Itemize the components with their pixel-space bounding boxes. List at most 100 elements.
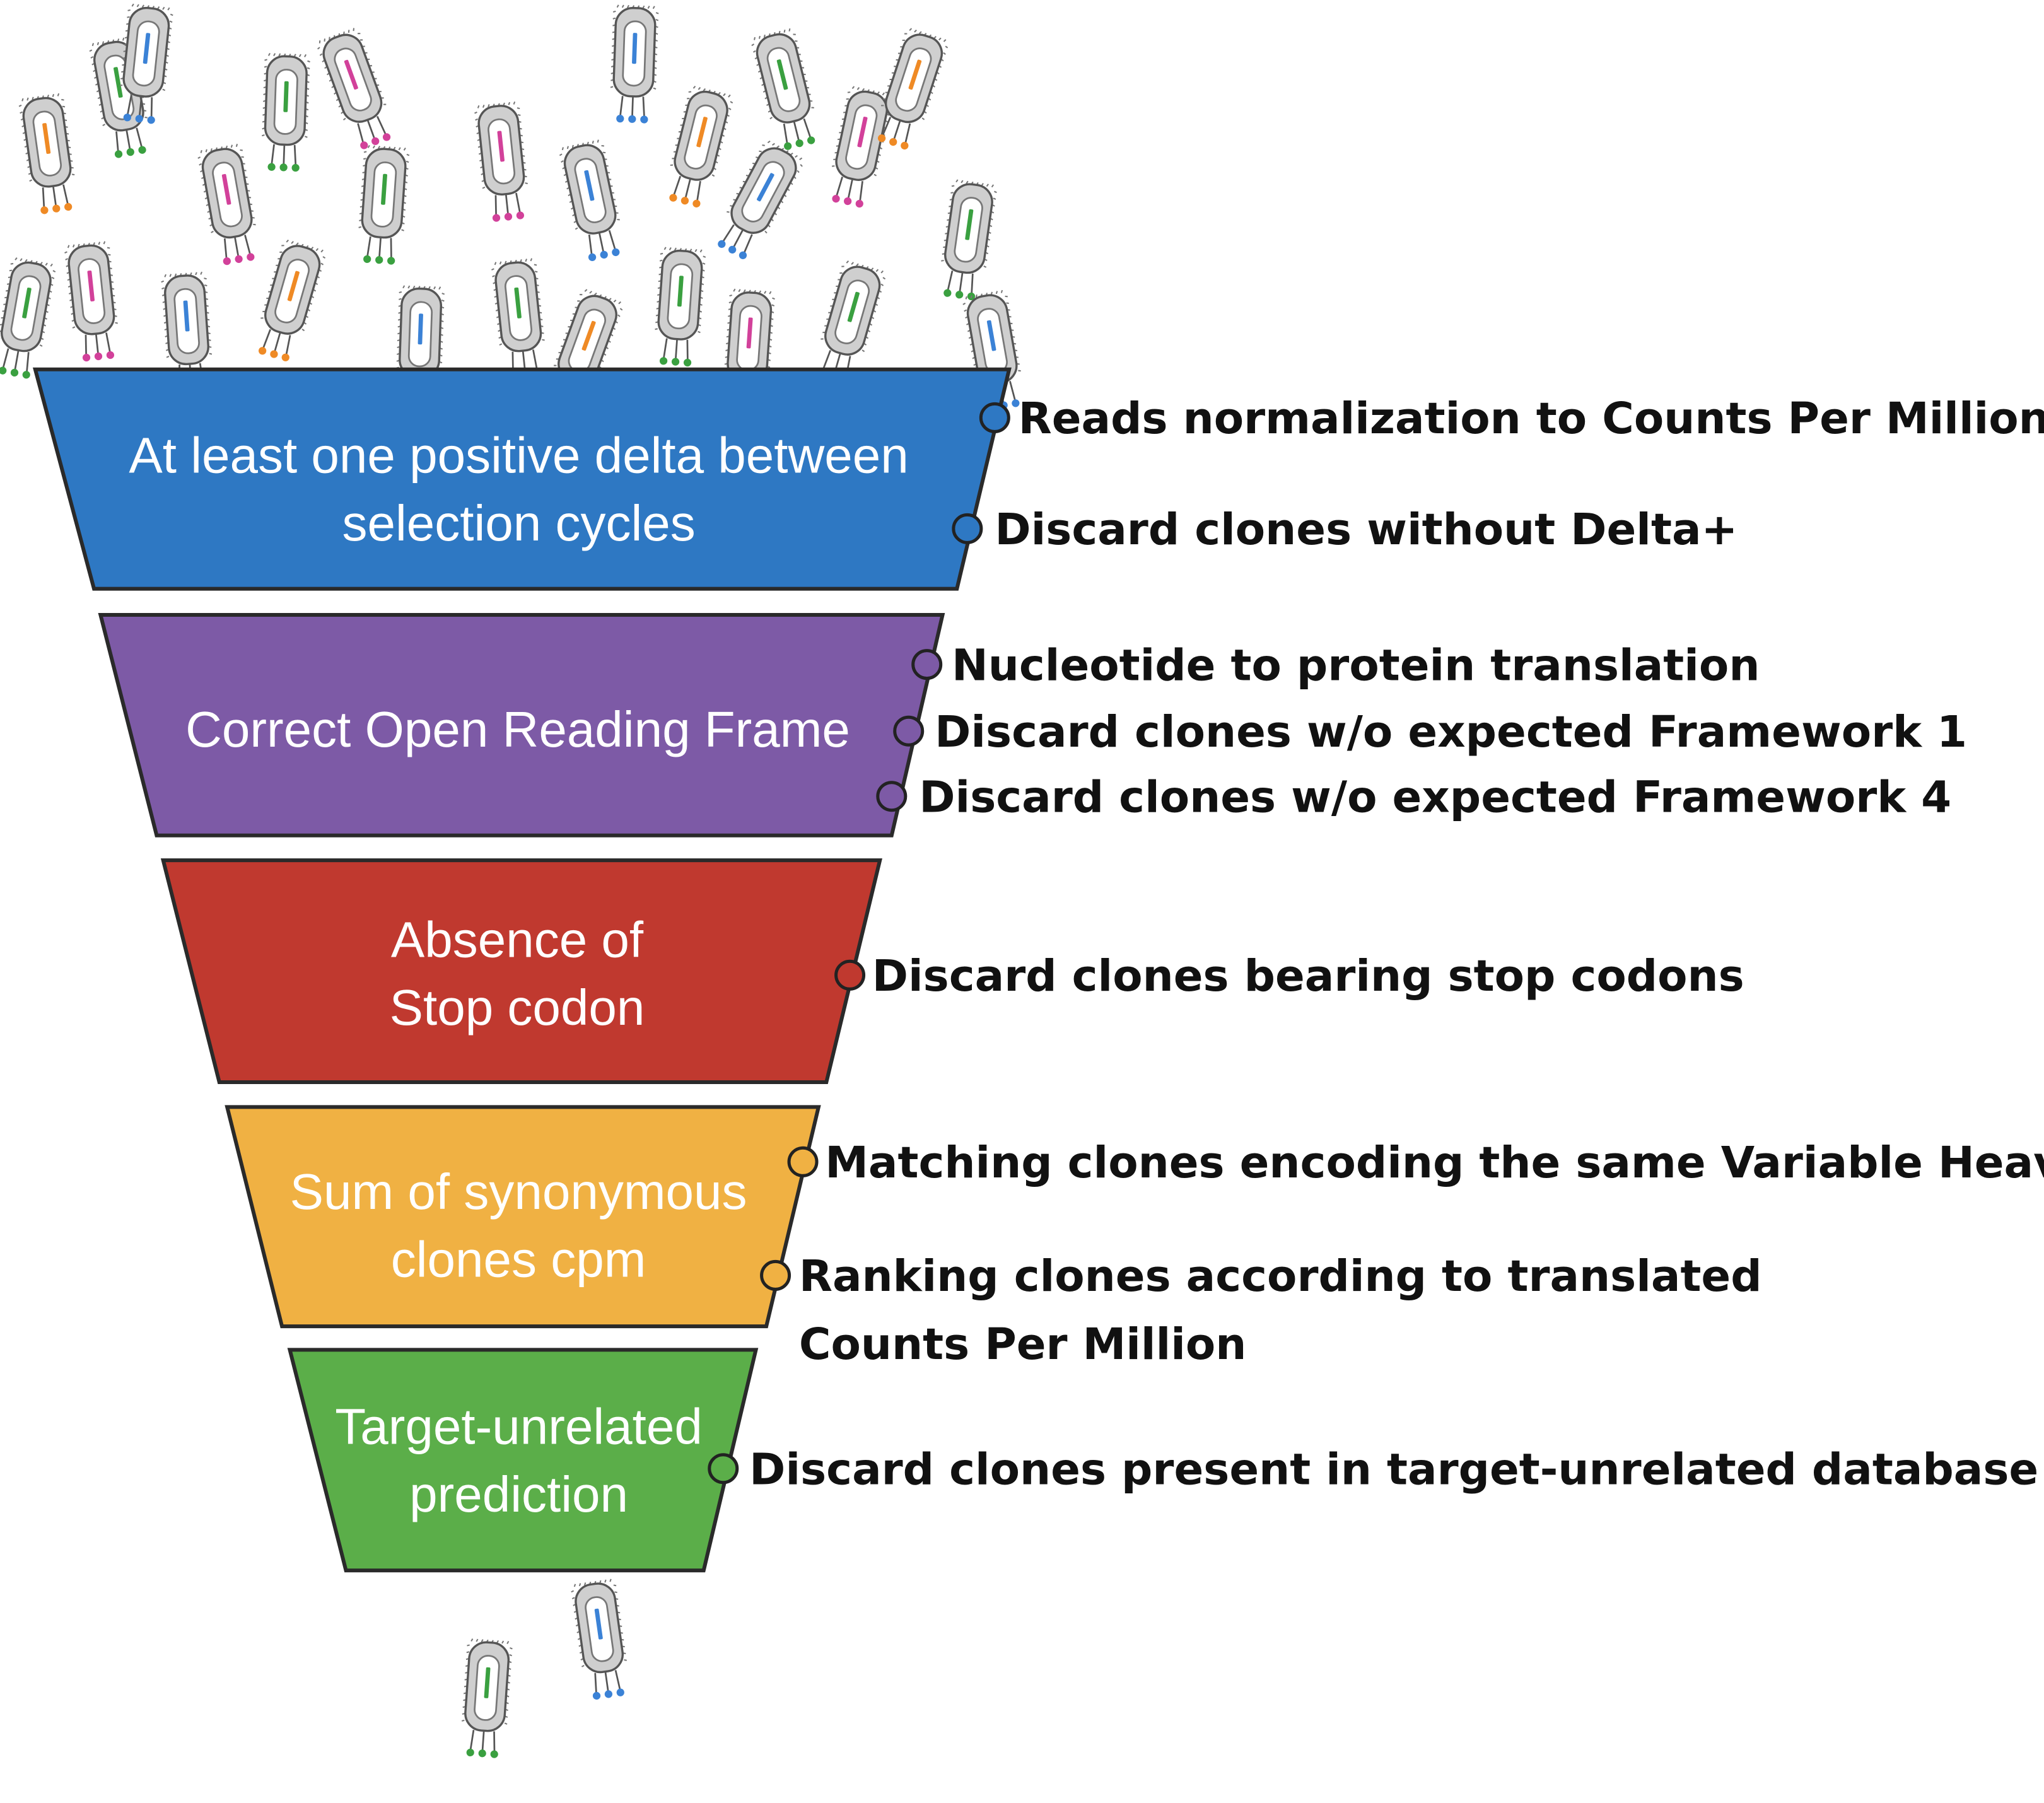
input-phage-icon bbox=[871, 25, 951, 150]
input-phage-icon bbox=[313, 25, 397, 149]
genome-icon bbox=[344, 59, 358, 90]
step-bullet-icon bbox=[979, 402, 1010, 433]
receptor-tip-icon bbox=[235, 255, 243, 263]
receptor-tip-icon bbox=[728, 245, 737, 254]
genome-icon bbox=[381, 173, 387, 205]
receptor-tip-icon bbox=[877, 134, 886, 143]
receptor-tip-icon bbox=[147, 116, 155, 124]
genome-icon bbox=[746, 317, 753, 349]
genome-icon bbox=[986, 320, 996, 351]
receptor-tip-icon bbox=[955, 291, 964, 299]
receptor-tip-icon bbox=[267, 163, 276, 171]
filter-step: Matching clones encoding the same Variab… bbox=[787, 1138, 2044, 1188]
funnel-stage-band bbox=[287, 1348, 759, 1573]
receptor-tip-icon bbox=[784, 142, 792, 150]
filter-step: Nucleotide to protein translation bbox=[911, 640, 1760, 691]
filter-step: Discard clones without Delta+ bbox=[952, 505, 1737, 555]
selected-phage-icon bbox=[569, 1577, 632, 1700]
filter-step-label: Discard clones bearing stop codons bbox=[872, 951, 1744, 1001]
filter-step-label: Counts Per Million bbox=[799, 1319, 1247, 1370]
input-phage-icon bbox=[62, 240, 122, 362]
genome-icon bbox=[221, 173, 231, 205]
receptor-tip-icon bbox=[270, 350, 278, 358]
genome-icon bbox=[514, 287, 522, 318]
step-bullet-icon bbox=[760, 1259, 791, 1291]
funnel-stage-band bbox=[160, 858, 882, 1085]
input-phage-icon bbox=[196, 142, 262, 265]
receptor-tip-icon bbox=[114, 150, 123, 158]
input-phage-icon bbox=[115, 2, 175, 124]
receptor-tip-icon bbox=[659, 357, 668, 365]
input-phage-icon bbox=[749, 26, 822, 150]
receptor-tip-icon bbox=[492, 214, 501, 222]
genome-icon bbox=[847, 291, 860, 322]
receptor-tip-icon bbox=[106, 351, 115, 359]
receptor-tip-icon bbox=[718, 240, 726, 248]
step-bullet-icon bbox=[911, 649, 943, 680]
filter-step-label: Reads normalization to Counts Per Millio… bbox=[1019, 394, 2044, 444]
receptor-tip-icon bbox=[669, 194, 677, 202]
receptor-tip-icon bbox=[1012, 399, 1020, 407]
funnel-stage-delta: At least one positive delta betweenselec… bbox=[32, 367, 2044, 591]
step-bullet-icon bbox=[708, 1453, 739, 1485]
step-bullet-icon bbox=[787, 1146, 819, 1177]
filter-step: Discard clones w/o expected Framework 4 bbox=[876, 773, 1951, 823]
receptor-tip-icon bbox=[375, 256, 383, 264]
receptor-tip-icon bbox=[604, 1690, 613, 1698]
filter-step: Discard clones present in target-unrelat… bbox=[708, 1445, 2038, 1495]
genome-icon bbox=[857, 117, 868, 148]
receptor-tip-icon bbox=[123, 114, 131, 122]
filter-step: Reads normalization to Counts Per Millio… bbox=[979, 394, 2044, 444]
funnel-stage-label: Sum of synonymous bbox=[290, 1164, 747, 1220]
funnel-stage-label: clones cpm bbox=[391, 1231, 646, 1287]
input-phage-icon bbox=[711, 137, 807, 260]
receptor-tip-icon bbox=[40, 206, 49, 214]
filter-step-label: Nucleotide to protein translation bbox=[952, 640, 1760, 691]
filter-step: Ranking clones according to translatedCo… bbox=[760, 1251, 1762, 1370]
receptor-tip-icon bbox=[600, 250, 608, 259]
receptor-tip-icon bbox=[490, 1750, 498, 1758]
input-phage-icon bbox=[811, 258, 889, 382]
genome-icon bbox=[584, 170, 595, 201]
receptor-tip-icon bbox=[692, 199, 701, 207]
funnel: At least one positive delta betweenselec… bbox=[32, 367, 2044, 1573]
input-phage-icon bbox=[936, 178, 999, 301]
filter-step-label: Matching clones encoding the same Variab… bbox=[825, 1138, 2044, 1188]
input-phage-icon bbox=[489, 257, 549, 379]
genome-icon bbox=[283, 81, 289, 112]
filter-step: Discard clones w/o expected Framework 1 bbox=[893, 707, 1967, 757]
receptor-tip-icon bbox=[628, 115, 636, 123]
phage-particles bbox=[0, 2, 1027, 1758]
funnel-stage-label: Correct Open Reading Frame bbox=[185, 701, 850, 757]
receptor-tip-icon bbox=[291, 163, 300, 172]
receptor-tip-icon bbox=[223, 257, 231, 265]
genome-icon bbox=[965, 209, 974, 240]
receptor-tip-icon bbox=[640, 115, 648, 124]
input-phage-icon bbox=[557, 137, 628, 261]
receptor-tip-icon bbox=[281, 353, 289, 361]
filter-step: Discard clones bearing stop codons bbox=[834, 951, 1744, 1001]
input-phage-icon bbox=[472, 100, 532, 222]
receptor-tip-icon bbox=[807, 136, 815, 144]
receptor-tip-icon bbox=[680, 197, 689, 205]
funnel-stage-label: prediction bbox=[409, 1466, 628, 1522]
receptor-tip-icon bbox=[592, 1691, 601, 1700]
receptor-tip-icon bbox=[795, 139, 803, 148]
filter-step-label: Discard clones w/o expected Framework 4 bbox=[919, 773, 1951, 823]
receptor-tip-icon bbox=[616, 1688, 624, 1696]
funnel-stage-orf: Correct Open Reading Frame Nucleotide to … bbox=[98, 612, 1967, 837]
funnel-stage-band bbox=[98, 612, 945, 837]
genome-icon bbox=[143, 33, 151, 64]
receptor-tip-icon bbox=[360, 141, 368, 149]
genome-icon bbox=[594, 1608, 603, 1640]
genome-icon bbox=[42, 123, 51, 155]
receptor-tip-icon bbox=[616, 115, 624, 123]
genome-icon bbox=[776, 59, 788, 90]
funnel-stage-label: At least one positive delta between bbox=[129, 427, 908, 483]
input-phage-icon bbox=[260, 52, 312, 172]
selected-phage-icon bbox=[458, 1637, 514, 1758]
filter-step-label: Discard clones w/o expected Framework 1 bbox=[935, 707, 1967, 757]
